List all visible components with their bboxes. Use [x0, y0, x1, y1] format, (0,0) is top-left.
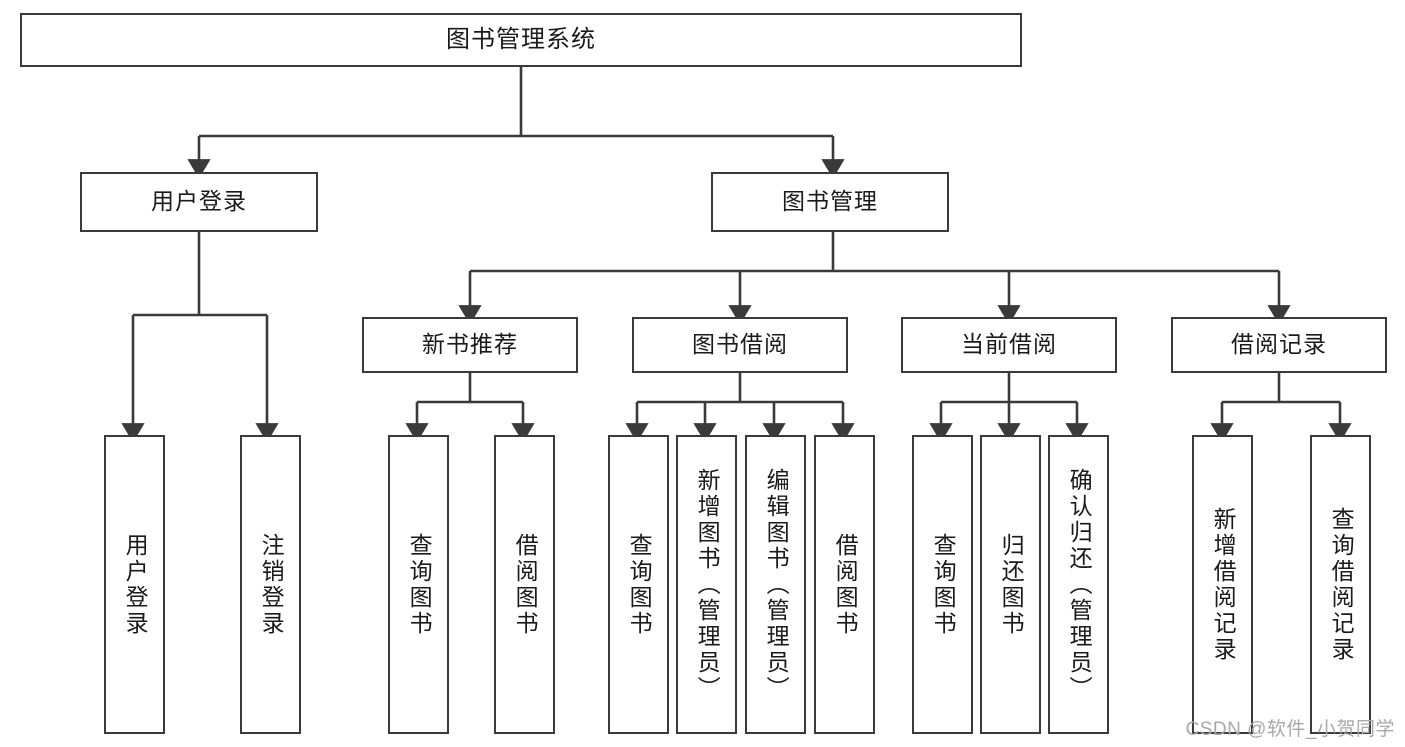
- node-new-book-recommend-label: 新书推荐: [422, 331, 518, 358]
- edges-bookmgmt-to-level3: [458, 232, 1291, 325]
- leaf-current-query-book[interactable]: 查询图书: [912, 435, 973, 734]
- leaf-record-add-record-label: 新增借阅记录: [1210, 506, 1237, 663]
- leaf-newbook-borrow-book-label: 借阅图书: [512, 532, 539, 637]
- leaf-borrow-borrow-book[interactable]: 借阅图书: [814, 435, 875, 734]
- leaf-record-query-record-label: 查询借阅记录: [1328, 506, 1355, 663]
- leaf-newbook-query-book-label: 查询图书: [406, 532, 433, 637]
- node-borrow-record-label: 借阅记录: [1231, 331, 1327, 358]
- node-root-system[interactable]: 图书管理系统: [20, 13, 1022, 67]
- node-user-login-label: 用户登录: [151, 188, 247, 215]
- leaf-current-return-book[interactable]: 归还图书: [980, 435, 1041, 734]
- leaf-borrow-add-book-label: 新增图书（管理员）: [694, 467, 721, 702]
- leaf-current-query-book-label: 查询图书: [930, 532, 957, 637]
- leaf-newbook-borrow-book[interactable]: 借阅图书: [494, 435, 555, 734]
- node-user-login[interactable]: 用户登录: [80, 172, 318, 232]
- leaf-borrow-edit-book[interactable]: 编辑图书（管理员）: [745, 435, 806, 734]
- node-current-borrow-label: 当前借阅: [961, 331, 1057, 358]
- edges-bookborrow-to-leaves: [625, 373, 855, 443]
- edges-currentborrow-to-leaves: [929, 373, 1089, 443]
- edges-borrowrecord-to-leaves: [1210, 373, 1352, 443]
- node-book-borrow-label: 图书借阅: [692, 331, 788, 358]
- edges-root-to-level2: [187, 67, 845, 179]
- leaf-borrow-query-book-label: 查询图书: [626, 532, 653, 637]
- leaf-user-login[interactable]: 用户登录: [104, 435, 165, 734]
- leaf-current-return-book-label: 归还图书: [998, 532, 1025, 637]
- leaf-record-query-record[interactable]: 查询借阅记录: [1310, 435, 1371, 734]
- node-book-management-label: 图书管理: [782, 188, 878, 215]
- leaf-user-logout[interactable]: 注销登录: [240, 435, 301, 734]
- leaf-user-login-label: 用户登录: [122, 532, 149, 637]
- leaf-borrow-add-book[interactable]: 新增图书（管理员）: [676, 435, 737, 734]
- edges-userlogin-to-leaves: [121, 232, 279, 443]
- leaf-borrow-borrow-book-label: 借阅图书: [832, 532, 859, 637]
- leaf-record-add-record[interactable]: 新增借阅记录: [1192, 435, 1253, 734]
- leaf-user-logout-label: 注销登录: [258, 532, 285, 637]
- node-new-book-recommend[interactable]: 新书推荐: [362, 317, 578, 373]
- node-current-borrow[interactable]: 当前借阅: [901, 317, 1117, 373]
- leaf-current-confirm-return[interactable]: 确认归还（管理员）: [1048, 435, 1109, 734]
- node-book-management[interactable]: 图书管理: [711, 172, 949, 232]
- node-book-borrow[interactable]: 图书借阅: [632, 317, 848, 373]
- leaf-borrow-query-book[interactable]: 查询图书: [608, 435, 669, 734]
- leaf-borrow-edit-book-label: 编辑图书（管理员）: [763, 467, 790, 702]
- watermark-text: CSDN @软件_小贺同学: [1185, 719, 1395, 740]
- leaf-current-confirm-return-label: 确认归还（管理员）: [1066, 467, 1093, 702]
- node-borrow-record[interactable]: 借阅记录: [1171, 317, 1387, 373]
- edges-newbook-to-leaves: [405, 373, 535, 443]
- leaf-newbook-query-book[interactable]: 查询图书: [388, 435, 449, 734]
- node-root-label: 图书管理系统: [446, 25, 596, 53]
